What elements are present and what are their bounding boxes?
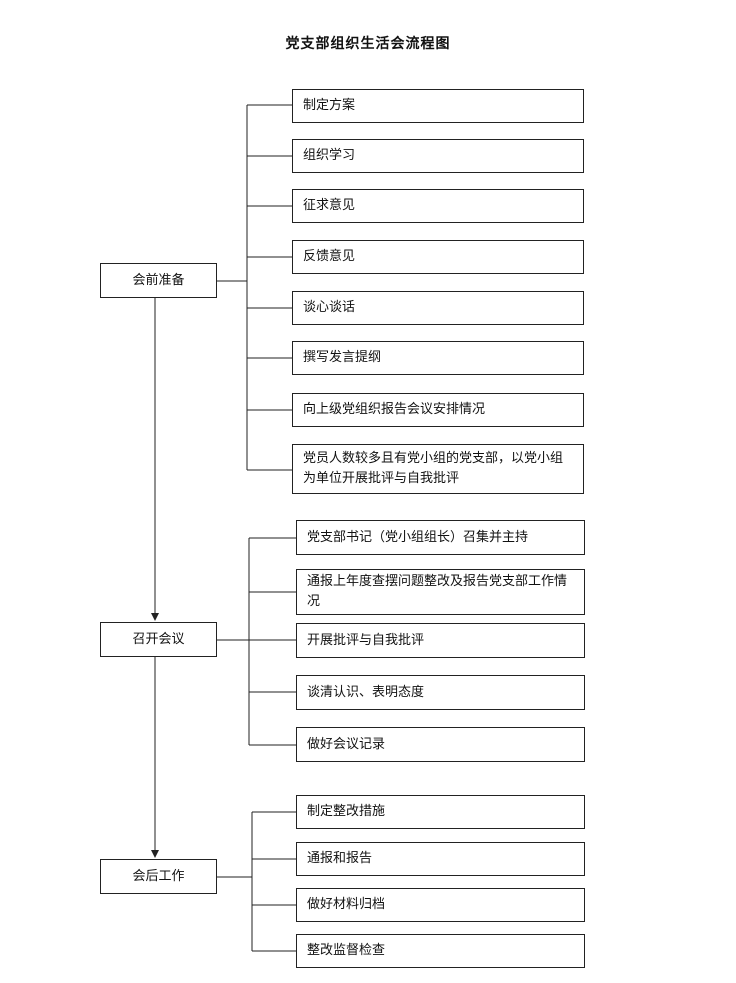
step-box: 组织学习 [292,139,584,173]
step-box: 反馈意见 [292,240,584,274]
step-box: 通报和报告 [296,842,585,876]
stage-box-hold-meeting: 召开会议 [100,622,217,657]
step-box: 谈心谈话 [292,291,584,325]
step-box: 开展批评与自我批评 [296,623,585,658]
step-box: 做好材料归档 [296,888,585,922]
step-box: 做好会议记录 [296,727,585,762]
stage-box-pre-meeting: 会前准备 [100,263,217,298]
step-box: 通报上年度查摆问题整改及报告党支部工作情况 [296,569,585,615]
stage-box-post-meeting: 会后工作 [100,859,217,894]
step-box: 制定整改措施 [296,795,585,829]
step-box: 制定方案 [292,89,584,123]
step-box: 征求意见 [292,189,584,223]
step-box: 撰写发言提纲 [292,341,584,375]
step-box: 党员人数较多且有党小组的党支部，以党小组为单位开展批评与自我批评 [292,444,584,494]
diagram-title: 党支部组织生活会流程图 [285,36,451,52]
step-box: 谈清认识、表明态度 [296,675,585,710]
step-box: 向上级党组织报告会议安排情况 [292,393,584,427]
step-box: 党支部书记（党小组组长）召集并主持 [296,520,585,555]
step-box: 整改监督检查 [296,934,585,968]
